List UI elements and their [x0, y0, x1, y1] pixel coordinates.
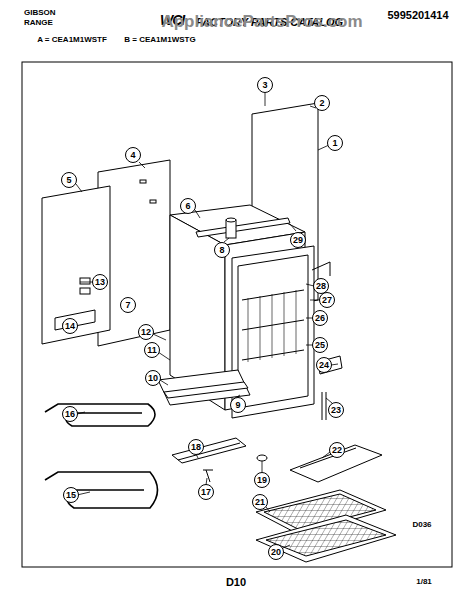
callout-number: 17	[198, 484, 214, 500]
callout-number: 14	[62, 318, 78, 334]
callout-number: 15	[63, 487, 79, 503]
callout-number: 5	[61, 172, 77, 188]
callout-number: 26	[312, 310, 328, 326]
catalog-number: 5995201414	[387, 9, 448, 21]
callout-number: 25	[312, 337, 328, 353]
callout-number: 21	[252, 494, 268, 510]
callout-number: 8	[214, 242, 230, 258]
callout-number: 27	[319, 292, 335, 308]
callout-number: 22	[329, 442, 345, 458]
callout-number: 18	[188, 439, 204, 455]
callout-number: 11	[144, 342, 160, 358]
callout-number: 20	[268, 544, 284, 560]
callout-number: 13	[92, 274, 108, 290]
page-number: D10	[226, 576, 246, 588]
callout-number: 16	[62, 406, 78, 422]
callout-number: 7	[120, 297, 136, 313]
callout-number: 24	[316, 357, 332, 373]
date-code: 1/81	[416, 578, 432, 587]
product-type: RANGE	[24, 19, 53, 28]
callout-number: 12	[138, 324, 154, 340]
callout-number: 28	[313, 278, 329, 294]
callout-number: 3	[257, 77, 273, 93]
callout-number: 23	[328, 402, 344, 418]
callout-number: 19	[254, 472, 270, 488]
model-number: B = CEA1M1WSTG	[124, 36, 195, 45]
callout-number: 29	[290, 232, 306, 248]
model-number: A = CEA1M1WSTF	[37, 36, 107, 45]
callout-number: 9	[230, 397, 246, 413]
callout-number: 4	[125, 147, 141, 163]
callout-number: 2	[314, 95, 330, 111]
drawing-code: D036	[412, 521, 431, 530]
watermark: AppliancePartsPros.com	[161, 13, 362, 32]
callout-number: 1	[327, 135, 343, 151]
callout-number: 10	[145, 370, 161, 386]
brand-name: GIBSON	[24, 9, 56, 18]
callout-number: 6	[180, 198, 196, 214]
